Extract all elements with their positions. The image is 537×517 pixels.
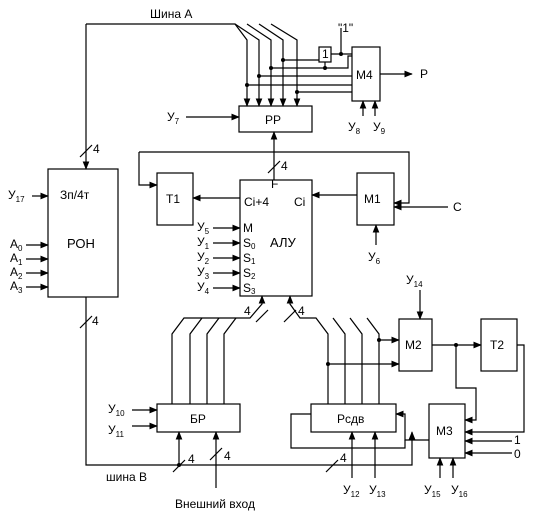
m1-mux-block: М1 — [356, 172, 395, 226]
y13-label: У13 — [369, 483, 386, 499]
alu-control-wires — [213, 224, 241, 292]
m2-mux-label: М2 — [405, 338, 422, 352]
t2-trigger-label: Т2 — [490, 338, 504, 352]
bus-a-label: Шина А — [150, 7, 192, 21]
alu-port-s2: S — [243, 266, 251, 280]
bus-a-wires — [79, 23, 301, 170]
or-gate-label: 1 — [322, 47, 329, 61]
m3-input-one: 1 — [514, 433, 521, 447]
br-register-block: БР — [156, 403, 241, 433]
rsdv-register-block: Рсдв — [310, 403, 397, 433]
a1-label: А1 — [10, 251, 23, 267]
y6-label: У6 — [368, 250, 381, 266]
a3-label: А3 — [10, 279, 23, 295]
bus-a-taps — [245, 28, 352, 94]
rsdv-to-alu-bus — [283, 295, 380, 404]
alu-output-f: F — [271, 177, 278, 191]
bus-b-rsdv-width: 4 — [340, 451, 347, 465]
m2-mux-block: М2 — [398, 318, 433, 372]
y14-label: У14 — [406, 273, 423, 289]
or-gate-block: 1 — [318, 46, 332, 63]
br-control-wires — [132, 406, 158, 430]
y12-label: У12 — [343, 483, 360, 499]
y9-label: У9 — [373, 120, 386, 136]
t1-trigger-block: Т1 — [156, 172, 194, 226]
y5-label: У5 — [197, 220, 210, 236]
a0-label: А0 — [10, 237, 23, 253]
m4-mux-label: М4 — [356, 68, 373, 82]
rsdv-alu-width: 4 — [298, 304, 305, 318]
t2-to-m3-wire — [464, 344, 525, 436]
alu-f-bus — [267, 131, 281, 180]
bus-b-wires — [79, 297, 416, 473]
alu-port-s0: S — [243, 236, 251, 250]
m3-input-zero: 0 — [514, 447, 521, 461]
t2-trigger-block: Т2 — [480, 318, 518, 372]
rsdv-register-label: Рсдв — [337, 412, 364, 426]
external-input-width: 4 — [224, 449, 231, 463]
m3-mux-label: М3 — [436, 424, 453, 438]
y10-label: У10 — [108, 402, 125, 418]
m3-mux-block: М3 — [428, 403, 466, 459]
m3-const-wires — [464, 437, 512, 457]
m3-to-rsdv-wire — [395, 410, 429, 441]
svg-text:2: 2 — [251, 272, 256, 281]
bus-b-br-width: 4 — [188, 452, 195, 466]
alu-port-ci: Ci — [294, 195, 305, 209]
m2-tap-wires — [326, 290, 424, 368]
m4-mux-block: М4 — [351, 46, 381, 102]
t1-trigger-label: Т1 — [166, 192, 180, 206]
m3-control-wires — [436, 457, 457, 478]
m1-mux-label: М1 — [364, 192, 381, 206]
alu-port-s1: S — [243, 251, 251, 265]
y2-label: У2 — [197, 250, 210, 266]
pp-register-block: РР — [238, 105, 313, 133]
const-one-label: "1" — [338, 21, 353, 35]
br-to-alu-bus — [171, 295, 269, 404]
y4-label: У4 — [197, 280, 210, 296]
alu-f-width: 4 — [281, 159, 288, 173]
br-alu-width: 4 — [244, 304, 251, 318]
alu-label: АЛУ — [270, 235, 296, 250]
rsdv-feedback-wire — [290, 413, 406, 449]
y15-label: У15 — [424, 483, 441, 499]
ron-label-write-read: Зп/4т — [60, 188, 90, 202]
br-register-label: БР — [190, 412, 206, 426]
y1-label: У1 — [197, 235, 210, 251]
a2-label: А2 — [10, 265, 23, 281]
bus-b-width: 4 — [92, 314, 99, 328]
y16-label: У16 — [451, 483, 468, 499]
alu-block: Ci+4 Ci АЛУ M S 0 S 1 S 2 S 3 — [239, 179, 313, 297]
carry-loop-wires — [138, 151, 410, 207]
y11-label: У11 — [108, 423, 124, 439]
alu-port-ci4: Ci+4 — [244, 195, 269, 209]
ron-label: РОН — [67, 236, 95, 251]
m2-to-t2-wires — [432, 341, 482, 424]
ron-block: Зп/4т РОН — [47, 168, 119, 298]
p-output-label: P — [420, 67, 428, 81]
alu-port-m: M — [243, 221, 253, 235]
y8-label: У8 — [348, 120, 361, 136]
pp-register-label: РР — [265, 113, 281, 127]
m4-control-wires — [359, 100, 379, 116]
svg-text:1: 1 — [251, 257, 256, 266]
ron-input-wires — [26, 192, 49, 291]
bus-a-width: 4 — [93, 142, 100, 156]
y17-label: У17 — [8, 188, 25, 204]
y3-label: У3 — [197, 265, 210, 281]
rsdv-control-wires — [348, 431, 379, 478]
svg-text:3: 3 — [251, 287, 256, 296]
c-input-label: C — [453, 200, 462, 214]
alu-port-s3: S — [243, 281, 251, 295]
bus-b-label: шина В — [106, 470, 147, 484]
svg-text:0: 0 — [251, 242, 256, 251]
y7-label: У7 — [167, 110, 180, 126]
external-input-label: Внешний вход — [175, 497, 255, 511]
